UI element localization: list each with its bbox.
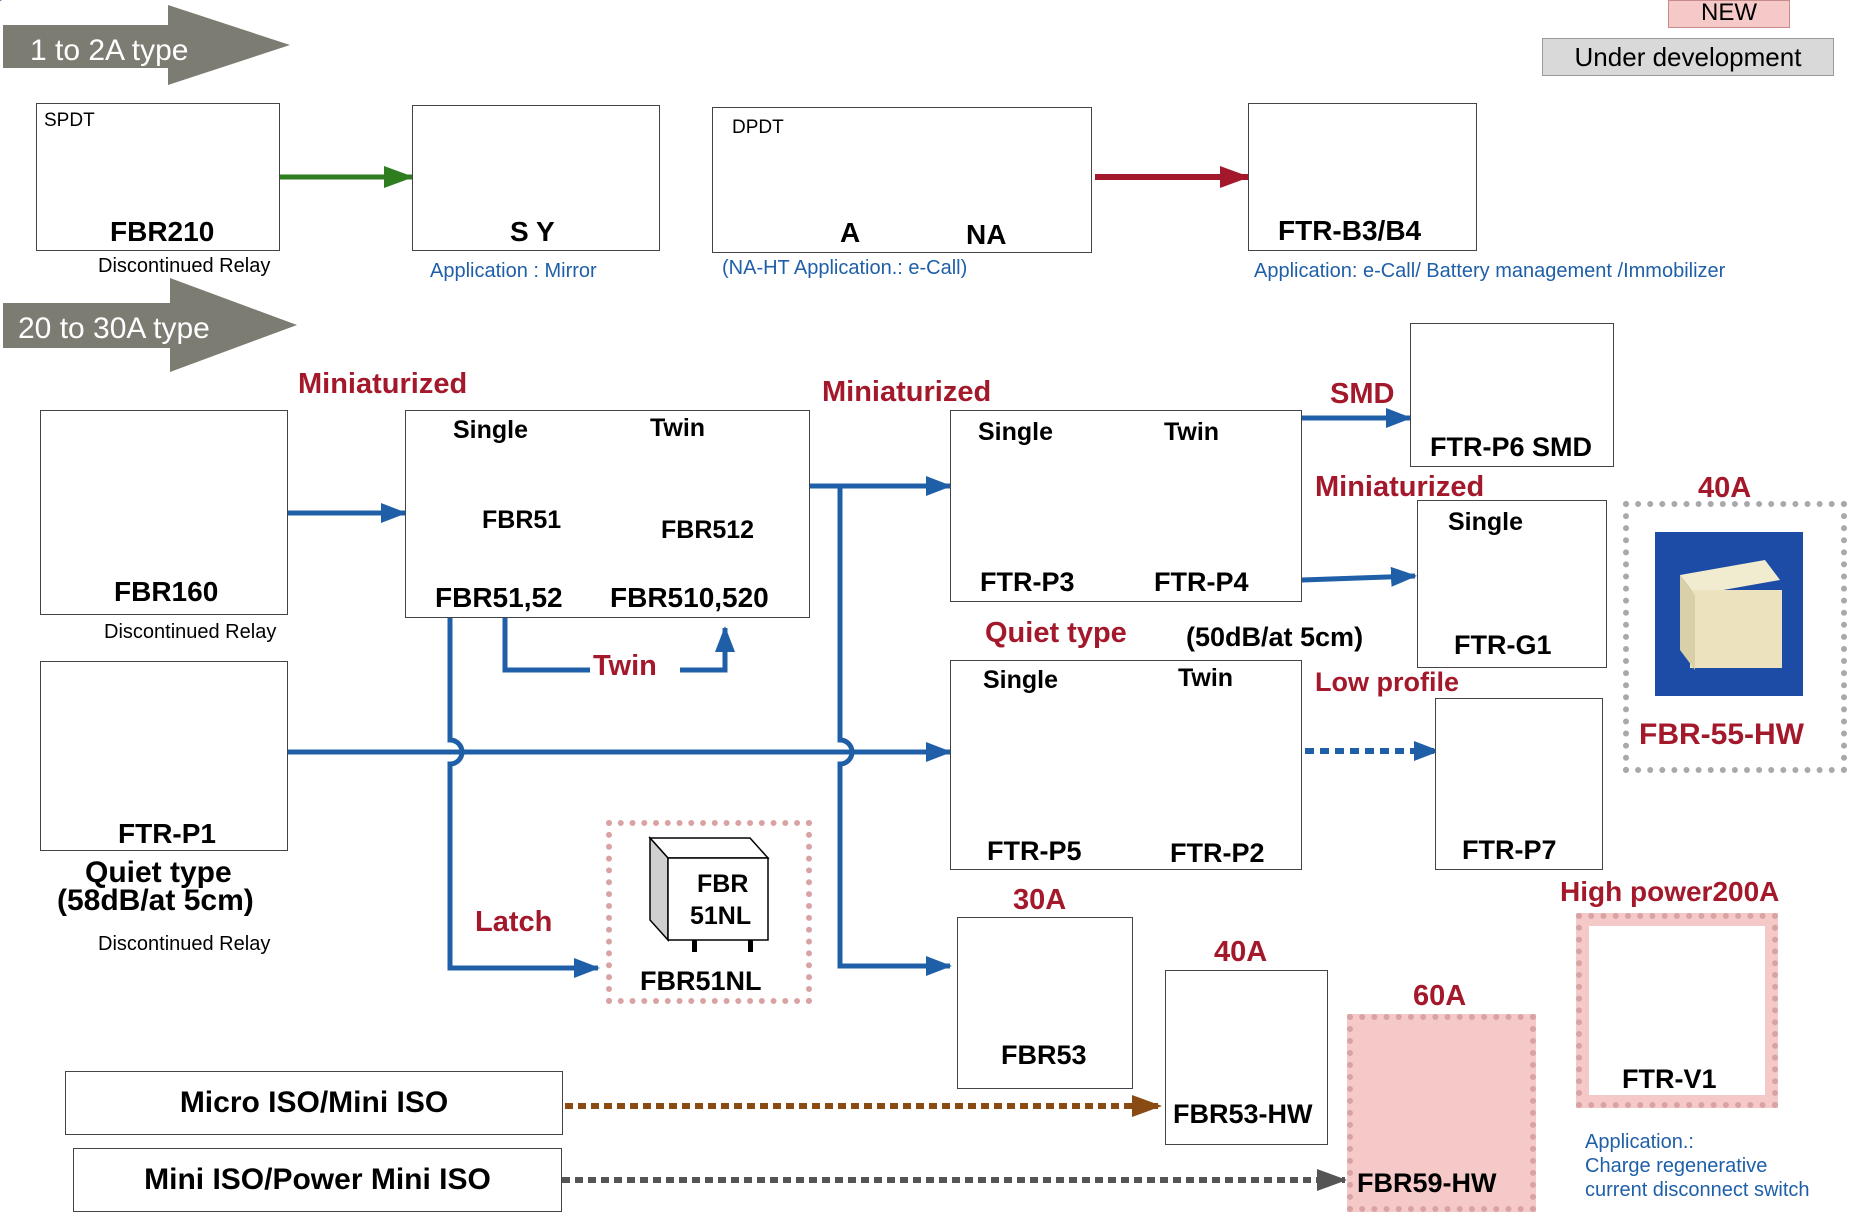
label-miniaturized-2: Miniaturized <box>822 376 992 408</box>
ftrp5-name: FTR-P5 <box>987 836 1082 866</box>
fbr59-box <box>1347 1014 1536 1212</box>
a-na-app: (NA-HT Application.: e-Call) <box>722 257 968 279</box>
ftrb3-app: Application: e-Call/ Battery management … <box>1254 260 1726 282</box>
ftrv1-app-3: current disconnect switch <box>1585 1179 1810 1201</box>
fbr51-cube-label: FBR51 <box>482 506 562 534</box>
label-40a-b: 40A <box>1698 472 1752 504</box>
fbr53hw-box <box>1165 970 1328 1145</box>
label-miniaturized-1: Miniaturized <box>298 368 468 400</box>
fbr160-name: FBR160 <box>114 576 219 607</box>
ftrp1-name: FTR-P1 <box>118 818 216 849</box>
fbr160-box <box>40 410 288 615</box>
ftrp4-name: FTR-P4 <box>1154 567 1249 597</box>
sy-box <box>412 105 660 251</box>
ftrp1-quiet: Quiet type <box>85 856 232 889</box>
fbr51nl-box <box>606 820 812 1004</box>
fbr55-box <box>1623 501 1847 773</box>
ftrp5-twin-label: Twin <box>1178 664 1234 692</box>
label-high-power: High power200A <box>1560 876 1780 907</box>
ftrv1-inner <box>1589 926 1765 1095</box>
a-name: A <box>840 217 861 248</box>
ftrp5-cube-label: FTR-P5 <box>1004 754 1088 781</box>
ftrp1-quiet-db: (58dB/at 5cm) <box>57 884 254 917</box>
fbr512-cube-label: FBR512 <box>661 516 755 544</box>
ftrp2-name: FTR-P2 <box>1170 838 1265 868</box>
fbr210-note: Discontinued Relay <box>98 255 271 277</box>
ftrp2-cube-label: FTR-P2 <box>1175 758 1259 785</box>
fbr55-picture <box>1655 532 1803 696</box>
ftrp7-box <box>1435 698 1603 870</box>
iso-mini-box: Mini ISO/Power Mini ISO <box>73 1148 562 1212</box>
fbr51nl-cube <box>648 836 770 952</box>
label-60a: 60A <box>1413 980 1467 1012</box>
ftrg1-single: Single <box>1448 508 1524 536</box>
fbr51nl-cube-line1: FBR <box>697 870 749 898</box>
sy-name: S Y <box>510 216 555 247</box>
fbr59-name: FBR59-HW <box>1357 1168 1497 1198</box>
label-smd: SMD <box>1330 378 1395 410</box>
fbr53-box <box>957 917 1133 1089</box>
legend-under-development: Under development <box>1542 38 1834 76</box>
ftrb3-name: FTR-B3/B4 <box>1278 215 1422 246</box>
ftrp5-box <box>950 660 1302 870</box>
fbr210-name: FBR210 <box>110 216 215 247</box>
ftrp3-cube-label: FTR-P3 <box>1003 492 1077 515</box>
ftrp4-cube-label: FTR-P4 <box>1185 502 1259 525</box>
label-low-profile: Low profile <box>1315 667 1459 697</box>
fbr51-single-label: Single <box>453 416 529 444</box>
ftrp6-name: FTR-P6 SMD <box>1430 432 1592 462</box>
label-latch: Latch <box>475 906 553 938</box>
fbr55-name: FBR-55-HW <box>1639 718 1804 751</box>
ftrp1-cube-label: FTR-P1 <box>134 733 222 761</box>
ftrp6-box <box>1410 323 1614 467</box>
label-twin: Twin <box>593 650 657 682</box>
label-quiet-db: (50dB/at 5cm) <box>1186 622 1364 652</box>
ftrv1-app-2: Charge regenerative <box>1585 1155 1768 1177</box>
ftrp7-name: FTR-P7 <box>1462 835 1557 865</box>
fbr210-box <box>36 103 280 251</box>
fbr51nl-cube-line2: 51NL <box>690 902 752 930</box>
ftrg1-box <box>1417 500 1607 668</box>
ftrb3-box <box>1248 103 1477 251</box>
fbr53-name: FBR53 <box>1001 1040 1087 1070</box>
a-na-tag: DPDT <box>732 117 784 138</box>
fbr53hw-name: FBR53-HW <box>1173 1099 1313 1129</box>
ftrp3-name: FTR-P3 <box>980 567 1075 597</box>
iso-micro-box: Micro ISO/Mini ISO <box>65 1071 563 1135</box>
a-na-box <box>712 107 1092 253</box>
fbr160-note: Discontinued Relay <box>104 621 277 643</box>
fbr51-name: FBR51,52 <box>435 582 563 613</box>
type-small-label: 1 to 2A type <box>30 34 189 67</box>
fbr51nl-name: FBR51NL <box>640 966 762 996</box>
sy-app: Application : Mirror <box>430 260 597 282</box>
ftrv1-app-1: Application.: <box>1585 1131 1694 1153</box>
ftrp1-note: Discontinued Relay <box>98 933 271 955</box>
label-quiet-type: Quiet type <box>985 617 1127 649</box>
ftrp5-single-label: Single <box>983 666 1059 694</box>
ftrp3-box <box>950 410 1302 602</box>
label-miniaturized-3: Miniaturized <box>1315 471 1485 503</box>
fbr510-name: FBR510,520 <box>610 582 769 613</box>
fbr161-cube-label: FBR161 <box>133 496 227 524</box>
na-name: NA <box>966 219 1007 250</box>
label-30a: 30A <box>1013 884 1067 916</box>
legend-new: NEW <box>1668 0 1790 28</box>
ftrv1-name: FTR-V1 <box>1622 1064 1717 1094</box>
fbr51-box <box>405 410 810 618</box>
ftrp1-box <box>40 661 288 851</box>
type-large-label: 20 to 30A type <box>18 312 210 345</box>
ftrp3-single-label: Single <box>978 418 1054 446</box>
fbr210-tag: SPDT <box>44 110 95 131</box>
ftrp3-twin-label: Twin <box>1164 418 1220 446</box>
label-40a: 40A <box>1214 936 1268 968</box>
fbr51-twin-label: Twin <box>650 414 706 442</box>
type-banner-small <box>3 5 290 85</box>
ftrg1-name: FTR-G1 <box>1454 630 1552 660</box>
type-banner-large <box>3 278 297 372</box>
